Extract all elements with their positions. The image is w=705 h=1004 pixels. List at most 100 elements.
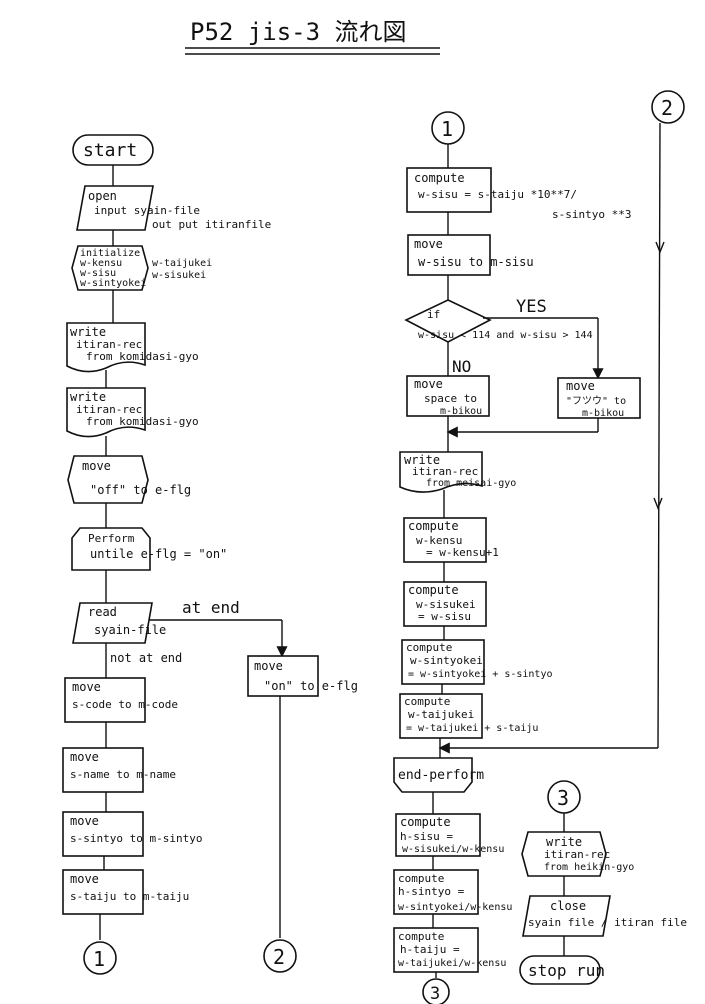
move-sisu-box: [407, 234, 491, 276]
move-futsuu-label-1: move: [566, 379, 595, 393]
stop-label: stop run: [528, 961, 605, 980]
connector-3-bottom: [422, 978, 450, 1004]
compute-hsintyo-label-1: compute: [398, 872, 444, 885]
move-space-label-1: move: [414, 377, 443, 391]
connector-2-bottom-label: 2: [273, 945, 285, 969]
perform-loop-box: [71, 527, 151, 571]
compute-taijukei-label-3: = w-taijukei + s-taiju: [406, 723, 538, 734]
write-meisai-label-3: from meisai-gyo: [426, 478, 516, 489]
end-perform-label: end-perform: [398, 768, 484, 783]
close-io-box: [522, 895, 611, 937]
move-code-label-2: s-code to m-code: [72, 698, 178, 711]
yes-label: YES: [516, 297, 547, 317]
move-off-label-1: move: [82, 459, 111, 473]
stop-terminal: [519, 955, 601, 985]
page-title: P52 jis-3 流れ図: [190, 18, 407, 46]
write-meisai-label-2: itiran-rec: [412, 465, 478, 478]
move-taiju-box: [62, 869, 144, 915]
compute-htaiju-label-2: h-taiju =: [400, 943, 460, 956]
close-label-1: close: [550, 899, 586, 913]
write1-label-2: itiran-rec: [76, 338, 142, 351]
compute-kensu-label-1: compute: [408, 519, 459, 533]
init-label-6: w-sisukei: [152, 270, 206, 281]
move-off-label-2: "off" to e-flg: [90, 483, 191, 497]
connector-2-bottom: [263, 939, 297, 973]
compute-sisu-label-1: compute: [414, 171, 465, 185]
read-label-1: read: [88, 605, 117, 619]
write-heikin-label-3: from heikin-gyo: [544, 862, 634, 873]
open-label-1: open: [88, 189, 117, 203]
compute-kensu-label-2: w-kensu: [416, 534, 462, 547]
compute-sisukei-label-2: w-sisukei: [416, 598, 476, 611]
compute-taijukei-label-2: w-taijukei: [408, 708, 474, 721]
compute-hsisu-label-1: compute: [400, 815, 451, 829]
init-label-3: w-sisu: [80, 268, 116, 279]
start-label: start: [83, 140, 137, 161]
connector-2-top: [651, 90, 685, 124]
move-on-flag-box: [247, 655, 319, 697]
init-label-5: w-taijukei: [152, 258, 212, 269]
write-heikin-box: [521, 831, 607, 877]
move-futsuu-label-2: "フツウ" to: [566, 395, 626, 407]
read-label-2: syain-file: [94, 623, 166, 637]
compute-sintyokei-label-2: w-sintyokei: [410, 654, 483, 667]
write2-label-3: from komidasi-gyo: [86, 415, 199, 428]
write-heading-2-box: [66, 387, 146, 438]
move-futsuu-box: [557, 377, 641, 419]
write-meisai-label-1: write: [404, 453, 440, 467]
compute-htaiju-label-1: compute: [398, 930, 444, 943]
move-sisu-label-2: w-sisu to m-sisu: [418, 255, 534, 269]
move-space-box: [406, 375, 490, 417]
if-label-1: if: [427, 308, 440, 321]
move-name-box: [62, 747, 144, 793]
write-meisai-box: [399, 451, 483, 493]
compute-htaiju-label-3: w-taijukei/w-kensu: [398, 958, 506, 969]
close-label-2: syain file / itiran file: [528, 916, 687, 929]
compute-taijukei-label-1: compute: [404, 695, 450, 708]
compute-hsisu-label-3: w-sisukei/w-kensu: [402, 844, 504, 855]
write-heikin-label-2: itiran-rec: [544, 848, 610, 861]
compute-sisukei-label-3: = w-sisu: [418, 610, 471, 623]
compute-kensu-label-3: = w-kensu+1: [426, 546, 499, 559]
at-end-label: at end: [182, 598, 240, 617]
compute-hsintyo-label-3: w-sintyokei/w-kensu: [398, 902, 512, 913]
connector-3-bottom-label: 3: [430, 984, 440, 1004]
move-sintyo-label-1: move: [70, 814, 99, 828]
write1-label-3: from komidasi-gyo: [86, 350, 199, 363]
move-code-label-1: move: [72, 680, 101, 694]
compute-sintyokei-box: [401, 639, 485, 685]
if-label-2: w-sisu < 114 and w-sisu > 144: [418, 330, 593, 341]
compute-sisukei-label-1: compute: [408, 583, 459, 597]
move-sintyo-label-2: s-sintyo to m-sintyo: [70, 832, 202, 845]
write2-label-2: itiran-rec: [76, 403, 142, 416]
move-space-label-2: space to: [424, 392, 477, 405]
connector-1-top-label: 1: [441, 117, 453, 141]
move-on-label-1: move: [254, 659, 283, 673]
read-io-box: [72, 602, 153, 644]
init-label-2: w-kensu: [80, 258, 122, 269]
move-name-label-1: move: [70, 750, 99, 764]
init-label-1: initialize: [80, 248, 140, 259]
write-heikin-label-1: write: [546, 835, 582, 849]
compute-sisu-box: [406, 167, 492, 213]
write1-label-1: write: [70, 325, 106, 339]
compute-taijukei-box: [399, 693, 483, 739]
move-taiju-label-2: s-taiju to m-taiju: [70, 890, 189, 903]
compute-sisukei-box: [403, 581, 487, 627]
compute-hsintyo-label-2: h-sintyo =: [398, 885, 465, 898]
compute-sisu-label-2: w-sisu = s-taiju *10**7/: [418, 188, 577, 201]
open-label-2: input syain-file: [94, 204, 200, 217]
move-on-label-2: "on" to e-flg: [264, 679, 358, 693]
open-io-box: [76, 185, 154, 231]
move-sintyo-box: [62, 811, 144, 857]
compute-sintyokei-label-3: = w-sintyokei + s-sintyo: [408, 669, 553, 680]
move-off-flag-box: [67, 455, 149, 504]
move-sisu-label-1: move: [414, 237, 443, 251]
write2-label-1: write: [70, 390, 106, 404]
perform-label-2: untile e-flg = "on": [90, 547, 227, 561]
compute-hsintyo-box: [393, 869, 479, 915]
perform-label-1: Perform: [88, 532, 135, 545]
compute-hsisu-label-2: h-sisu =: [400, 830, 453, 843]
connector-1-bottom: [83, 941, 117, 975]
